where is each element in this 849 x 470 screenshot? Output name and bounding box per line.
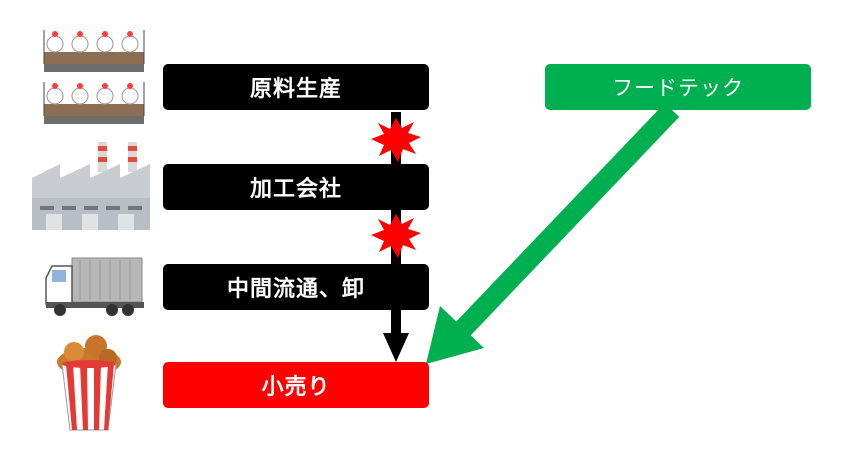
factory-icon xyxy=(32,142,150,230)
stage-label: 小売り xyxy=(261,375,331,400)
foodtech-arrowhead xyxy=(426,306,484,364)
stage-label: 加工会社 xyxy=(249,177,342,202)
burst-icon xyxy=(371,214,421,258)
stage-box-wholesale: 中間流通、卸 xyxy=(163,264,429,310)
chicken-farm-icon xyxy=(43,30,145,124)
stage-label: 中間流通、卸 xyxy=(226,277,365,302)
main-flow-arrowhead xyxy=(383,333,409,362)
foodtech-arrow-line xyxy=(454,103,680,337)
truck-icon xyxy=(45,257,144,316)
stage-label: 原料生産 xyxy=(249,77,342,102)
fried-chicken-bucket-icon xyxy=(57,335,121,431)
burst-icon xyxy=(371,118,421,162)
foodtech-box: フードテック xyxy=(545,64,811,110)
stage-box-retail: 小売り xyxy=(163,362,429,408)
foodtech-label: フードテック xyxy=(612,76,744,100)
stage-box-processing: 加工会社 xyxy=(163,164,429,210)
stage-box-raw-material: 原料生産 xyxy=(163,64,429,110)
